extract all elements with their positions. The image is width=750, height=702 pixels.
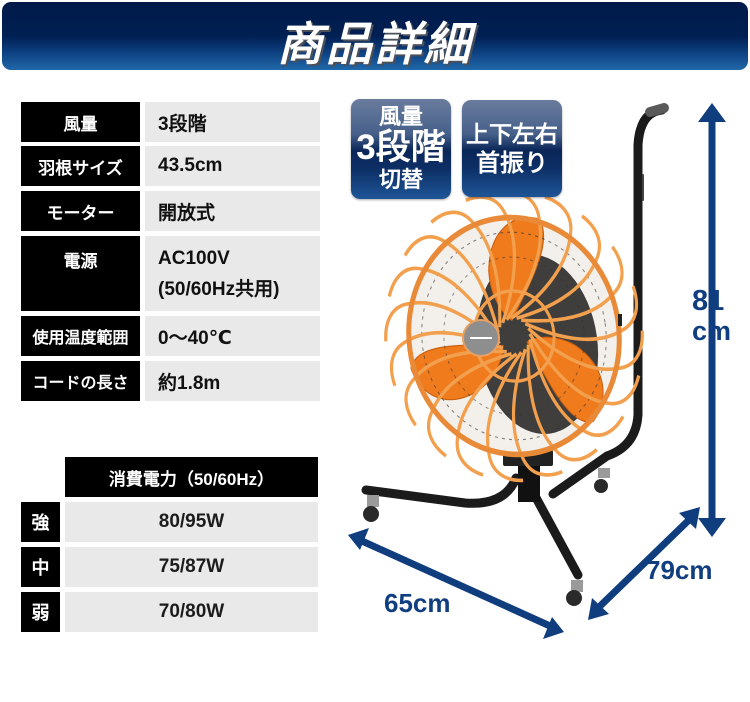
badge-line: 切替 — [378, 167, 423, 192]
spec-label: モーター — [21, 191, 140, 231]
power-value: 80/95W — [65, 502, 318, 542]
power-value: 75/87W — [65, 547, 318, 587]
badge-line: 3段階 — [356, 128, 446, 167]
spec-label: 電源 — [21, 236, 140, 311]
badge-line: 首振り — [476, 149, 548, 177]
width-dimension-label: 65cm — [384, 588, 451, 618]
badge-oscillation: 上下左右 首振り — [462, 100, 562, 197]
badge-line: 上下左右 — [466, 120, 558, 147]
fan-hub — [462, 319, 500, 357]
caster-wheels — [363, 468, 610, 606]
spec-label: 風量 — [21, 102, 140, 142]
power-table-header: 消費電力（50/60Hz） — [65, 457, 318, 497]
badge-line: 風量 — [378, 104, 423, 129]
spec-value-line: AC100V — [158, 247, 230, 269]
fan-head — [374, 179, 654, 493]
spec-value: AC100V (50/60Hz共用) — [145, 236, 320, 311]
spec-value: 約1.8m — [145, 361, 320, 401]
fan-tilt-knob — [618, 314, 622, 326]
spec-label: コードの長さ — [21, 361, 140, 401]
power-level-label: 弱 — [21, 592, 60, 632]
depth-dimension-label: 79cm — [646, 555, 713, 585]
power-value: 70/80W — [65, 592, 318, 632]
spec-label: 使用温度範囲 — [21, 316, 140, 356]
spec-value: 3段階 — [145, 102, 320, 142]
height-dimension-value: 81 — [692, 285, 725, 317]
header-banner: 商品詳細 — [2, 2, 748, 70]
page-title: 商品詳細 — [277, 18, 473, 70]
power-level-label: 中 — [21, 547, 60, 587]
dimension-arrows — [348, 103, 726, 639]
spec-value-line: (50/60Hz共用) — [158, 278, 280, 300]
spec-value: 43.5cm — [145, 146, 320, 186]
power-level-label: 強 — [21, 502, 60, 542]
spec-label: 羽根サイズ — [21, 146, 140, 186]
stand — [361, 103, 669, 580]
spec-value: 0～40℃ — [145, 316, 320, 356]
spec-value: 開放式 — [145, 191, 320, 231]
height-dimension-unit: cm — [692, 316, 732, 346]
badge-airflow-3-levels: 風量 3段階 切替 — [351, 99, 451, 199]
